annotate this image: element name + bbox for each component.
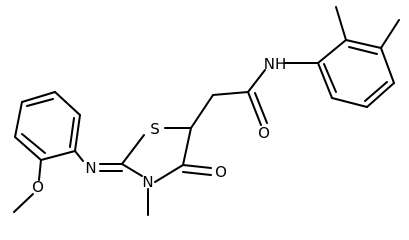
atom-label-s: S <box>150 120 160 138</box>
bonds <box>13 6 400 216</box>
bond <box>317 39 347 64</box>
bond <box>38 159 42 181</box>
atom-label-n-ring: N <box>142 173 153 191</box>
bond <box>74 114 81 152</box>
bond <box>21 91 56 103</box>
atom-label-n-imine: N <box>85 159 96 177</box>
atom-label-nh: NH <box>264 55 287 73</box>
bond <box>69 117 75 148</box>
bond <box>14 101 23 138</box>
bond <box>380 47 395 84</box>
bond <box>121 163 143 177</box>
atom-label-methoxy-o: O <box>32 178 44 196</box>
bond <box>323 63 337 93</box>
bond <box>212 91 249 96</box>
bond <box>182 171 212 176</box>
bond <box>366 82 395 108</box>
bond <box>348 46 378 55</box>
bond <box>26 98 54 107</box>
bond <box>21 133 46 154</box>
bond <box>14 136 42 161</box>
atom-label-keto-o: O <box>215 163 227 181</box>
bond <box>335 6 347 41</box>
structure-canvas: NH O S N N O O <box>13 6 400 216</box>
bond <box>190 94 214 129</box>
bond <box>121 134 145 165</box>
bond <box>182 127 192 166</box>
bond <box>40 150 76 161</box>
bond <box>331 97 368 108</box>
bond <box>254 92 268 124</box>
bond <box>247 69 266 93</box>
bond <box>345 39 382 49</box>
bond <box>247 91 262 126</box>
bond <box>317 62 333 99</box>
bond <box>154 164 184 183</box>
bond <box>380 19 400 49</box>
bond <box>13 193 34 213</box>
bond <box>74 150 84 162</box>
molecule-structure: NH O S N N O O <box>13 6 400 216</box>
atom-label-amide-o: O <box>258 124 270 142</box>
bond <box>364 81 388 102</box>
bond <box>182 164 212 169</box>
bond <box>54 91 81 116</box>
atom-labels: NH O S N N O O <box>32 55 286 196</box>
